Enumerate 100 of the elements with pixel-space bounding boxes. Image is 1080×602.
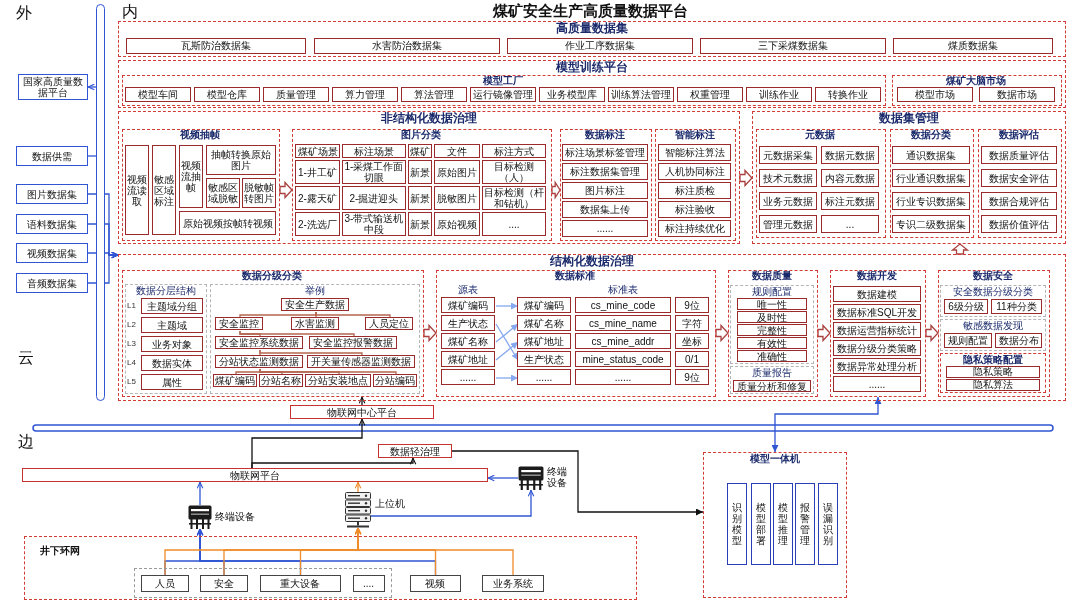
module-box: 三下采煤数据集 bbox=[699, 37, 886, 54]
table-cell: 原始视频 bbox=[434, 212, 480, 236]
region-label: 内 bbox=[122, 2, 138, 21]
group-title: 举例 bbox=[305, 285, 325, 296]
dotted-group-panel bbox=[730, 366, 814, 394]
connector-line bbox=[259, 349, 363, 357]
module-box: 算力管理 bbox=[332, 87, 398, 102]
module-box: 模型市场 bbox=[897, 87, 973, 102]
table-cell: 字符 bbox=[675, 315, 709, 331]
module-box: 元数据采集 bbox=[759, 146, 817, 164]
module-box: 智能标注算法 bbox=[658, 144, 731, 161]
module-box: 煤质数据集 bbox=[892, 37, 1053, 54]
module-box: 行业通识数据集 bbox=[892, 169, 970, 187]
region-label: 边 bbox=[18, 432, 34, 451]
group-title: 数据标准 bbox=[555, 270, 595, 281]
network-device-icon bbox=[518, 466, 544, 490]
arrow bbox=[495, 302, 519, 310]
module-box: 视频流抽帧 bbox=[179, 145, 203, 208]
column-header: 源表 bbox=[458, 284, 478, 295]
group-panel bbox=[755, 128, 886, 238]
vertical-module-box: 报警管理 bbox=[794, 482, 815, 565]
module-box: 质量管理 bbox=[263, 87, 329, 102]
group-panel bbox=[703, 452, 847, 598]
table-cell: cs_mine_name bbox=[575, 315, 671, 331]
table-cell: mine_status_code bbox=[575, 351, 671, 367]
data-source-box: 数据供需 bbox=[16, 146, 88, 166]
group-panel bbox=[937, 269, 1050, 397]
region-label: 外 bbox=[16, 3, 32, 22]
module-box: 数据标准SQL开发 bbox=[833, 304, 921, 320]
data-source-box: 视频数据集 bbox=[16, 243, 88, 263]
section-panel bbox=[118, 21, 1066, 57]
platform-bar: 物联网中心平台 bbox=[290, 405, 434, 419]
module-box: 属性 bbox=[141, 374, 203, 390]
table-cell: 脱敏图片 bbox=[434, 186, 480, 210]
module-box: 图片标注 bbox=[562, 182, 648, 199]
module-box: 隐私策略 bbox=[945, 365, 1040, 378]
module-box: 质量分析和修复 bbox=[733, 380, 811, 392]
table-cell: 煤矿地址 bbox=[441, 351, 495, 367]
module-box: 瓦斯防治数据集 bbox=[125, 37, 306, 54]
arrow bbox=[87, 83, 97, 91]
table-cell: 新景 bbox=[408, 160, 432, 184]
column-header: 标准表 bbox=[608, 284, 638, 295]
data-source-box: 音频数据集 bbox=[16, 273, 88, 293]
table-cell: 9位 bbox=[675, 297, 709, 313]
dotted-group-panel bbox=[125, 284, 207, 394]
tree-node-box: 人员定位 bbox=[365, 317, 413, 330]
group-title: 数据评估 bbox=[999, 129, 1039, 140]
table-cell: 文件 bbox=[434, 144, 480, 158]
table-cell: 目标检测（杆和钻机） bbox=[482, 186, 546, 210]
module-box: 数据分布 bbox=[995, 333, 1042, 348]
module-box: 脱敏帧转图片 bbox=[242, 178, 276, 208]
group-title: 规则配置 bbox=[752, 286, 792, 297]
device-label: 终端设备 bbox=[215, 511, 255, 522]
tree-node-box: 分站状态监测数据 bbox=[215, 355, 303, 368]
group-panel bbox=[121, 269, 424, 397]
module-box: 业务模型库 bbox=[539, 87, 605, 102]
vertical-module-box: 误漏识别 bbox=[817, 482, 838, 565]
group-title: 模型工厂 bbox=[483, 75, 523, 86]
block-arrow bbox=[423, 323, 437, 343]
tree-node-box: 开关量传感器监测数据 bbox=[307, 355, 415, 368]
module-box: 内容元数据 bbox=[821, 169, 879, 187]
device-label: 上位机 bbox=[375, 498, 405, 509]
diagram-title: 煤矿安全生产高质量数据平台 bbox=[492, 1, 688, 20]
arrow bbox=[251, 457, 417, 469]
module-box: 运行镜像管理 bbox=[470, 87, 536, 102]
group-panel bbox=[977, 128, 1062, 238]
module-box: 模型车间 bbox=[125, 87, 191, 102]
module-box: 数据市场 bbox=[979, 87, 1055, 102]
module-box: 数据价值评估 bbox=[981, 215, 1057, 233]
dotted-group-panel bbox=[940, 285, 1046, 317]
region-label: 云 bbox=[18, 348, 34, 367]
tree-node-box: 安全监控系统数据 bbox=[215, 336, 303, 349]
section-title: 结构化数据治理 bbox=[549, 254, 634, 268]
tree-node-box: 煤矿编码 bbox=[213, 374, 257, 387]
module-box: 原始视频按帧转视频 bbox=[179, 211, 276, 235]
connector-line bbox=[239, 311, 317, 319]
module-box: 敏感区域标注 bbox=[152, 145, 176, 235]
block-arrow bbox=[817, 323, 831, 343]
module-box: 业务元数据 bbox=[759, 192, 817, 210]
table-cell: 生产状态 bbox=[441, 315, 495, 331]
table-cell: 煤矿编码 bbox=[441, 297, 495, 313]
tree-node-box: 安全监控报警数据 bbox=[309, 336, 397, 349]
group-panel bbox=[940, 353, 1046, 393]
module-box: 通识数据集 bbox=[892, 146, 970, 164]
group-title: 安全数据分级分类 bbox=[953, 286, 1033, 297]
module-box: ...... bbox=[562, 220, 648, 237]
table-cell: 1-采煤工作面切眼 bbox=[342, 160, 406, 184]
arrow bbox=[87, 251, 119, 284]
module-box: 算法管理 bbox=[401, 87, 467, 102]
group-panel bbox=[889, 128, 974, 238]
section-panel bbox=[118, 254, 1066, 401]
module-box: 11种分类 bbox=[991, 299, 1042, 314]
data-source-box: 图片数据集 bbox=[16, 184, 88, 204]
connector-line bbox=[259, 368, 397, 376]
source-system-box: 重大设备 bbox=[259, 574, 341, 592]
block-arrow bbox=[950, 243, 970, 255]
group-title: 模型一体机 bbox=[749, 452, 800, 464]
group-title: 数据安全 bbox=[973, 270, 1013, 281]
network-device-icon bbox=[188, 505, 212, 529]
module-box: 视频流读取 bbox=[125, 145, 149, 235]
